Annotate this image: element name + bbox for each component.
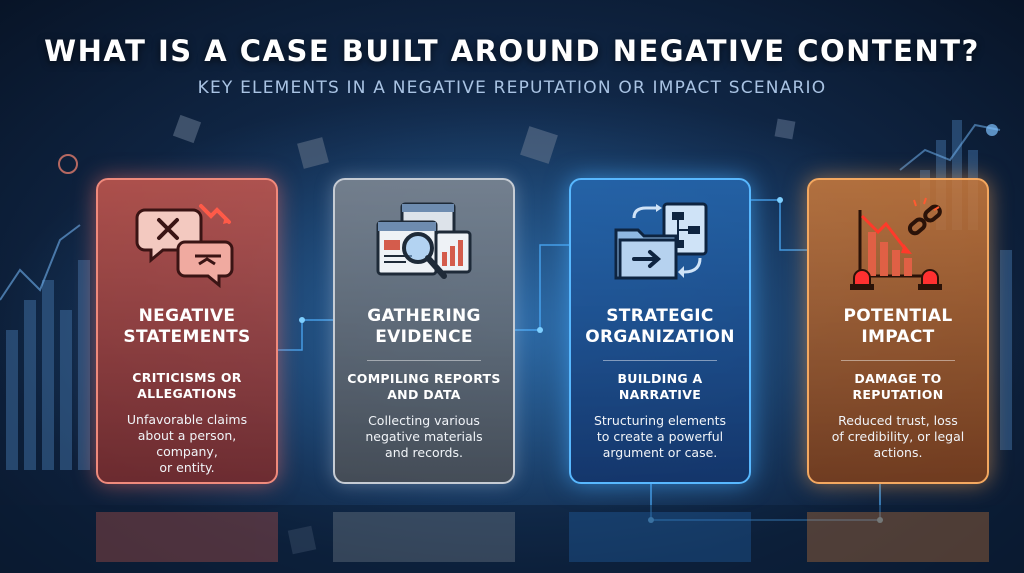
card-strategic-organization: STRATEGIC ORGANIZATION BUILDING A NARRAT… [569,178,751,484]
card-description: Structuring elements to create a powerfu… [593,413,727,460]
alarm-chart-broken-link-icon [846,196,950,292]
card-title: GATHERING EVIDENCE [367,306,481,347]
card-title: STRATEGIC ORGANIZATION [585,306,735,347]
page-subtitle: KEY ELEMENTS IN A NEGATIVE REPUTATION OR… [197,78,827,98]
page-title: WHAT IS A CASE BUILT AROUND NEGATIVE CON… [44,34,980,68]
speech-bubbles-icon [135,196,239,292]
card-description: Collecting various negative materials an… [365,413,483,460]
card-subtitle: COMPILING REPORTS AND DATA [347,371,501,402]
divider [841,360,955,361]
divider [367,360,481,361]
card-title: NEGATIVE STATEMENTS [123,306,251,347]
card-subtitle: BUILDING A NARRATIVE [617,371,703,402]
card-subtitle: CRITICISMS OR ALLEGATIONS [132,370,242,401]
card-title: POTENTIAL IMPACT [843,306,953,347]
documents-magnifier-icon [372,196,476,292]
folders-flowchart-icon [608,196,712,292]
card-potential-impact: POTENTIAL IMPACT DAMAGE TO REPUTATION Re… [807,178,989,484]
card-description: Unfavorable claims about a person, compa… [126,412,248,475]
card-gathering-evidence: GATHERING EVIDENCE COMPILING REPORTS AND… [333,178,515,484]
card-subtitle: DAMAGE TO REPUTATION [852,371,944,402]
divider [603,360,717,361]
card-description: Reduced trust, loss of credibility, or l… [831,413,965,460]
card-negative-statements: NEGATIVE STATEMENTS CRITICISMS OR ALLEGA… [96,178,278,484]
